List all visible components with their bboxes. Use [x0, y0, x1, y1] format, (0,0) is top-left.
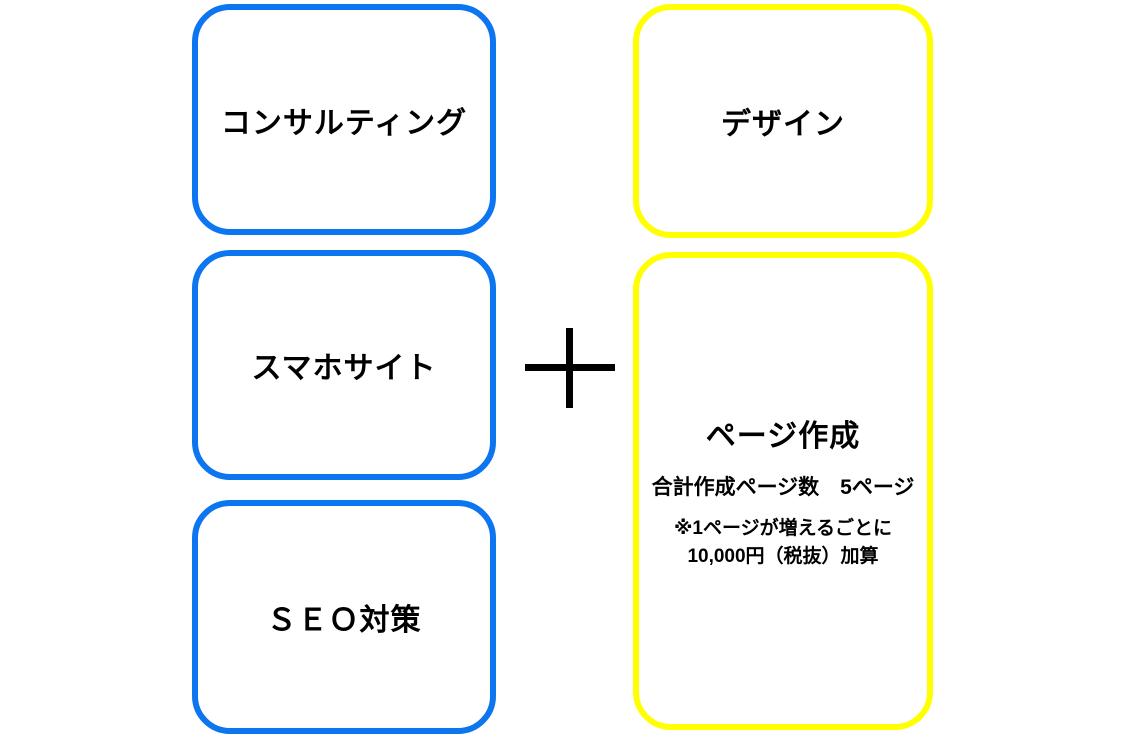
page-creation-note-line2: 10,000円（税抜）加算	[687, 546, 879, 567]
page-creation-box: ページ作成 合計作成ページ数 5ページ ※1ページが増えるごとに 10,000円…	[633, 252, 933, 730]
design-label: デザイン	[721, 108, 845, 141]
design-box: デザイン	[633, 4, 933, 238]
page-creation-subtitle: 合計作成ページ数 5ページ	[651, 476, 915, 500]
page-creation-note: ※1ページが増えるごとに 10,000円（税抜）加算	[674, 515, 892, 570]
seo-label: ＳＥＯ対策	[266, 604, 422, 637]
smartphone-site-label: スマホサイト	[251, 352, 437, 385]
seo-box: ＳＥＯ対策	[192, 500, 496, 734]
consulting-box: コンサルティング	[192, 4, 496, 235]
page-creation-note-line1: ※1ページが増えるごとに	[673, 518, 893, 540]
smartphone-site-box: スマホサイト	[192, 250, 496, 480]
plus-vertical-bar	[566, 328, 573, 408]
page-creation-title: ページ作成	[705, 420, 861, 454]
consulting-label: コンサルティング	[220, 106, 468, 140]
